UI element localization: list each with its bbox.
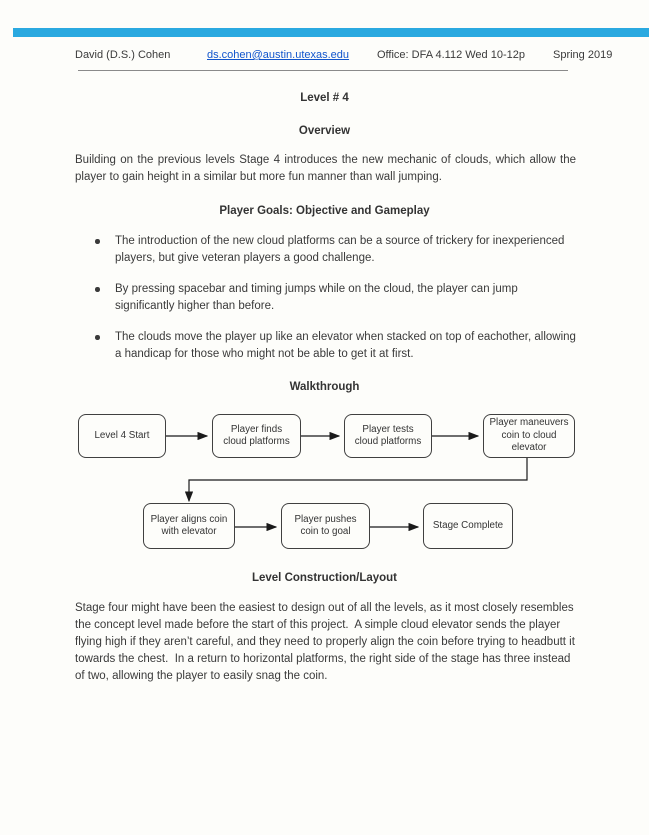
header-term: Spring 2019 — [553, 49, 613, 61]
list-item: The clouds move the player up like an el… — [75, 329, 576, 363]
goals-bullet-list: The introduction of the new cloud platfo… — [75, 233, 576, 377]
bullet-text: The clouds move the player up like an el… — [115, 331, 576, 360]
goals-heading: Player Goals: Objective and Gameplay — [219, 205, 430, 217]
header-email-link[interactable]: ds.cohen@austin.utexas.edu — [207, 49, 350, 61]
bullet-text: By pressing spacebar and timing jumps wh… — [115, 283, 518, 312]
bullet-icon — [95, 239, 100, 244]
overview-paragraph: Building on the previous levels Stage 4 … — [75, 154, 576, 183]
overview-heading: Overview — [298, 125, 351, 137]
flow-connector-arrow — [184, 458, 528, 503]
list-item: The introduction of the new cloud platfo… — [75, 233, 576, 267]
flow-node-player-maneuvers-coin: Player maneuvers coin to cloud elevator — [483, 414, 575, 458]
list-item: By pressing spacebar and timing jumps wh… — [75, 281, 576, 315]
flow-node-stage-complete: Stage Complete — [423, 503, 513, 549]
flowchart-edges — [166, 431, 528, 532]
flow-node-player-tests-cloud-platforms: Player tests cloud platforms — [344, 414, 432, 458]
flow-node-level-4-start: Level 4 Start — [78, 414, 166, 458]
construction-heading: Level Construction/Layout — [251, 572, 398, 584]
page-title: Level # 4 — [300, 92, 349, 104]
flow-node-player-aligns-coin: Player aligns coin with elevator — [143, 503, 235, 549]
header-office-hours: Office: DFA 4.112 Wed 10-12p — [377, 49, 525, 61]
bullet-icon — [95, 287, 100, 292]
bullet-text: The introduction of the new cloud platfo… — [115, 235, 565, 264]
accent-bar — [13, 28, 649, 37]
walkthrough-heading: Walkthrough — [289, 381, 360, 393]
header-author-name: David (D.S.) Cohen — [75, 49, 171, 61]
walkthrough-flowchart: Level 4 Start Player finds cloud platfor… — [0, 405, 649, 565]
bullet-icon — [95, 335, 100, 340]
flow-node-player-pushes-coin: Player pushes coin to goal — [281, 503, 370, 549]
header-divider — [78, 70, 568, 71]
flow-node-player-finds-cloud-platforms: Player finds cloud platforms — [212, 414, 301, 458]
construction-paragraph: Stage four might have been the easiest t… — [75, 602, 579, 682]
